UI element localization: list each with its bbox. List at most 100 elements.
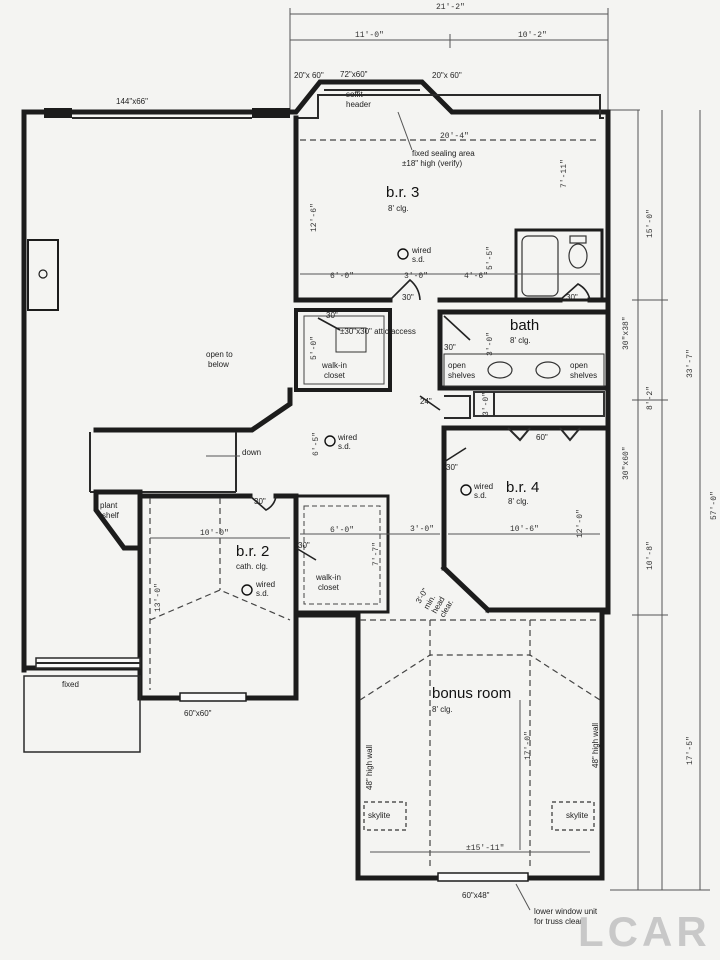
watermark-logo: LCAR [578, 908, 711, 955]
dim-br3-height-top: 7'-11" [560, 159, 569, 188]
window-bonus: 60"x48" [462, 891, 490, 900]
room-br3-ceiling: 8' clg. [388, 204, 409, 213]
closet1-label-1: walk-in [321, 361, 347, 370]
dim-right-17: 17'-5" [686, 736, 695, 765]
closet1-attic: ±30"x30" attic access [340, 327, 416, 336]
interior-walls [23, 94, 611, 882]
room-br4-ceiling: 8' clg. [508, 497, 529, 506]
dim-right-segment: 10'-2" [518, 31, 547, 40]
plant-shelf-2: shelf [102, 511, 120, 520]
br4-wired: wired [473, 482, 493, 491]
door-bath: 30" [444, 343, 456, 352]
skylite-left-label: skylite [368, 811, 391, 820]
dim-right-15: 15'-0" [646, 209, 655, 238]
br3-sd: s.d. [412, 255, 425, 264]
room-bonus-name: bonus room [432, 685, 511, 702]
bonus-wall-left: 48" high wall [365, 745, 374, 790]
dim-right-57: 57'-0" [710, 491, 719, 520]
window-bay-center: 72"x60" [340, 70, 368, 79]
dim-bath-window: 30"x38" [622, 316, 631, 350]
lower-window-1: lower window unit [534, 907, 598, 916]
room-br2-ceiling: cath. clg. [236, 562, 268, 571]
bonus-wall-right: 48" high wall [591, 723, 600, 768]
room-bath-ceiling: 8' clg. [510, 336, 531, 345]
right-dimensions: 15'-0" 33'-7" 57'-0" 8'-2" 10'-8" 17'-5"… [610, 109, 719, 891]
window-top-left: 144"x66" [116, 97, 148, 106]
dim-br4-width: 10'-6" [510, 525, 539, 534]
br2-wired: wired [255, 580, 275, 589]
bath-shelves-2: shelves [570, 371, 597, 380]
door-br2: 30" [254, 497, 266, 506]
ceiling-lines [149, 139, 601, 870]
window-fixed-label: fixed [62, 680, 79, 689]
hall-wired: wired [337, 433, 357, 442]
bath-open-1: open [448, 361, 466, 370]
dim-br4-window: 30"x60" [622, 446, 631, 480]
hall-sd: s.d. [338, 442, 351, 451]
window-bay-right: 20"x 60" [432, 71, 462, 80]
skylite-right-label: skylite [566, 811, 589, 820]
door-br4: 30" [446, 463, 458, 472]
door-closet1: 30" [326, 311, 338, 320]
door-br3: 30" [402, 293, 414, 302]
dim-br3-width: 20'-4" [440, 132, 469, 141]
top-dimensions: 21'-2" 11'-0" 10'-2" [289, 3, 609, 110]
dim-left-segment: 11'-0" [355, 31, 384, 40]
skylite-left [363, 801, 407, 831]
lower-window-leader [515, 883, 531, 911]
dim-right-33: 33'-7" [686, 349, 695, 378]
dim-closet1-depth: 5'-0" [310, 336, 319, 360]
dim-br3-bottom-right: 4'-6" [464, 272, 488, 281]
label-header: header [346, 100, 371, 109]
sealing-leader [397, 111, 413, 151]
room-br4-name: b.r. 4 [506, 479, 539, 496]
window-bay-left: 20"x 60" [294, 71, 324, 80]
dim-br2-depth: 13'-0" [154, 583, 163, 612]
dim-overall-width: 21'-2" [436, 3, 465, 12]
dim-right-8: 8'-2" [646, 386, 655, 410]
label-sealing-2: ±18" high (verify) [402, 159, 462, 168]
door-linen: 24" [420, 397, 432, 406]
br4-sd: s.d. [474, 491, 487, 500]
door-closet2: 30" [298, 541, 310, 550]
closet2-label-1: walk-in [315, 573, 341, 582]
dim-br4-depth: 12'-0" [576, 509, 585, 538]
dim-br3-bottom-left: 6'-0" [330, 272, 354, 281]
dim-bath-vert: 3'-0" [486, 332, 495, 356]
smoke-detectors [241, 248, 472, 596]
bath-open-2: open [570, 361, 588, 370]
door-bath-tub: 30" [566, 293, 578, 302]
br3-wired: wired [411, 246, 431, 255]
dim-hall-width: 6'-5" [312, 432, 321, 456]
label-soffit: soffit [346, 90, 364, 99]
dim-bath-stub: 5'-5" [486, 246, 495, 270]
plant-shelf-1: plant [100, 501, 118, 510]
lower-window-2: for truss clear. [534, 917, 584, 926]
closet1-label-2: closet [324, 371, 346, 380]
dim-br2-width: 10'-0" [200, 529, 229, 538]
dim-bonus-depth: 17'-0" [524, 731, 533, 760]
open-below-2: below [208, 360, 229, 369]
room-bonus-ceiling: 8' clg. [432, 705, 453, 714]
window-br2: 60"x60" [184, 709, 212, 718]
br2-sd: s.d. [256, 589, 269, 598]
bath-shelves-1: shelves [448, 371, 475, 380]
closet2-label-2: closet [318, 583, 340, 592]
br4-closet-door: 60" [536, 433, 548, 442]
room-bath-name: bath [510, 317, 539, 334]
skylite-right [551, 801, 595, 831]
dim-right-10: 10'-8" [646, 541, 655, 570]
dim-closet2-width: 6'-0" [330, 526, 354, 535]
dim-bath-vert-2: 3'-0" [482, 392, 491, 416]
room-br3-name: b.r. 3 [386, 184, 419, 201]
dim-hall-opening: 3'-0" [410, 525, 434, 534]
label-sealing-1: fixed sealing area [412, 149, 475, 158]
stairs-down: down [242, 448, 261, 457]
dim-closet2-depth: 7'-7" [372, 542, 381, 566]
room-br2-name: b.r. 2 [236, 543, 269, 560]
open-below-1: open to [206, 350, 233, 359]
door-swings [249, 278, 591, 561]
dim-br3-depth: 12'-6" [310, 203, 319, 232]
dim-br3-bottom-mid: 3'-0" [404, 272, 428, 281]
dim-bonus-width: ±15'-11" [466, 844, 504, 853]
